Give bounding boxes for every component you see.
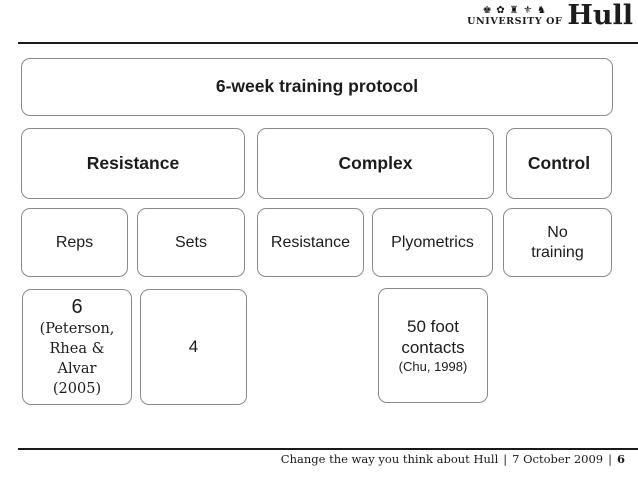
reps-value: 6: [71, 295, 83, 318]
box-complex-resistance: Resistance: [257, 208, 364, 277]
plyometrics-detail-label: 50 foot contacts (Chu, 1998): [385, 316, 481, 375]
protocol-title-label: 6-week training protocol: [215, 76, 419, 97]
footer: Change the way you think about Hull | 7 Oc…: [281, 452, 625, 466]
group-complex-label: Complex: [338, 152, 413, 173]
sets-label: Sets: [174, 233, 207, 251]
crest-icons: ♚ ✿ ♜ ⚜ ♞: [482, 4, 547, 16]
footer-separator-1: |: [503, 452, 508, 466]
footer-tagline: Change the way you think about Hull: [280, 452, 499, 466]
box-plyometrics-detail: 50 foot contacts (Chu, 1998): [378, 288, 488, 403]
plyometrics-citation: (Chu, 1998): [398, 359, 468, 375]
group-resistance-label: Resistance: [86, 152, 180, 173]
footer-divider: [18, 448, 638, 450]
group-control-label: Control: [527, 152, 591, 173]
logo-left-block: ♚ ✿ ♜ ⚜ ♞ UNIVERSITY OF: [467, 4, 563, 27]
reps-label: Reps: [55, 233, 94, 251]
box-group-complex: Complex: [257, 128, 494, 199]
complex-resistance-label: Resistance: [270, 233, 351, 251]
box-reps: Reps: [21, 208, 128, 277]
box-protocol-title: 6-week training protocol: [21, 58, 613, 116]
sets-value: 4: [188, 337, 199, 357]
footer-separator-2: |: [608, 452, 612, 466]
box-group-control: Control: [506, 128, 612, 199]
logo-university-of-text: UNIVERSITY OF: [467, 15, 563, 27]
reps-detail-label: 6 (Peterson, Rhea & Alvar (2005): [33, 296, 121, 399]
footer-date: 7 October 2009: [512, 452, 604, 466]
box-no-training: No training: [503, 208, 612, 277]
plyometrics-value: 50 foot contacts: [401, 316, 465, 358]
plyometrics-label: Plyometrics: [391, 233, 474, 251]
box-sets: Sets: [137, 208, 245, 277]
no-training-label: No training: [531, 223, 584, 261]
box-reps-detail: 6 (Peterson, Rhea & Alvar (2005): [22, 289, 132, 405]
box-plyometrics: Plyometrics: [372, 208, 493, 277]
footer-page-number: 6: [616, 452, 625, 466]
reps-citation: (Peterson, Rhea & Alvar (2005): [39, 320, 115, 397]
university-of-hull-logo: ♚ ✿ ♜ ⚜ ♞ UNIVERSITY OF Hull: [467, 0, 633, 31]
logo-hull-text: Hull: [567, 0, 633, 31]
header-divider: [18, 42, 638, 44]
box-group-resistance: Resistance: [21, 128, 245, 199]
box-sets-detail: 4: [140, 289, 247, 405]
